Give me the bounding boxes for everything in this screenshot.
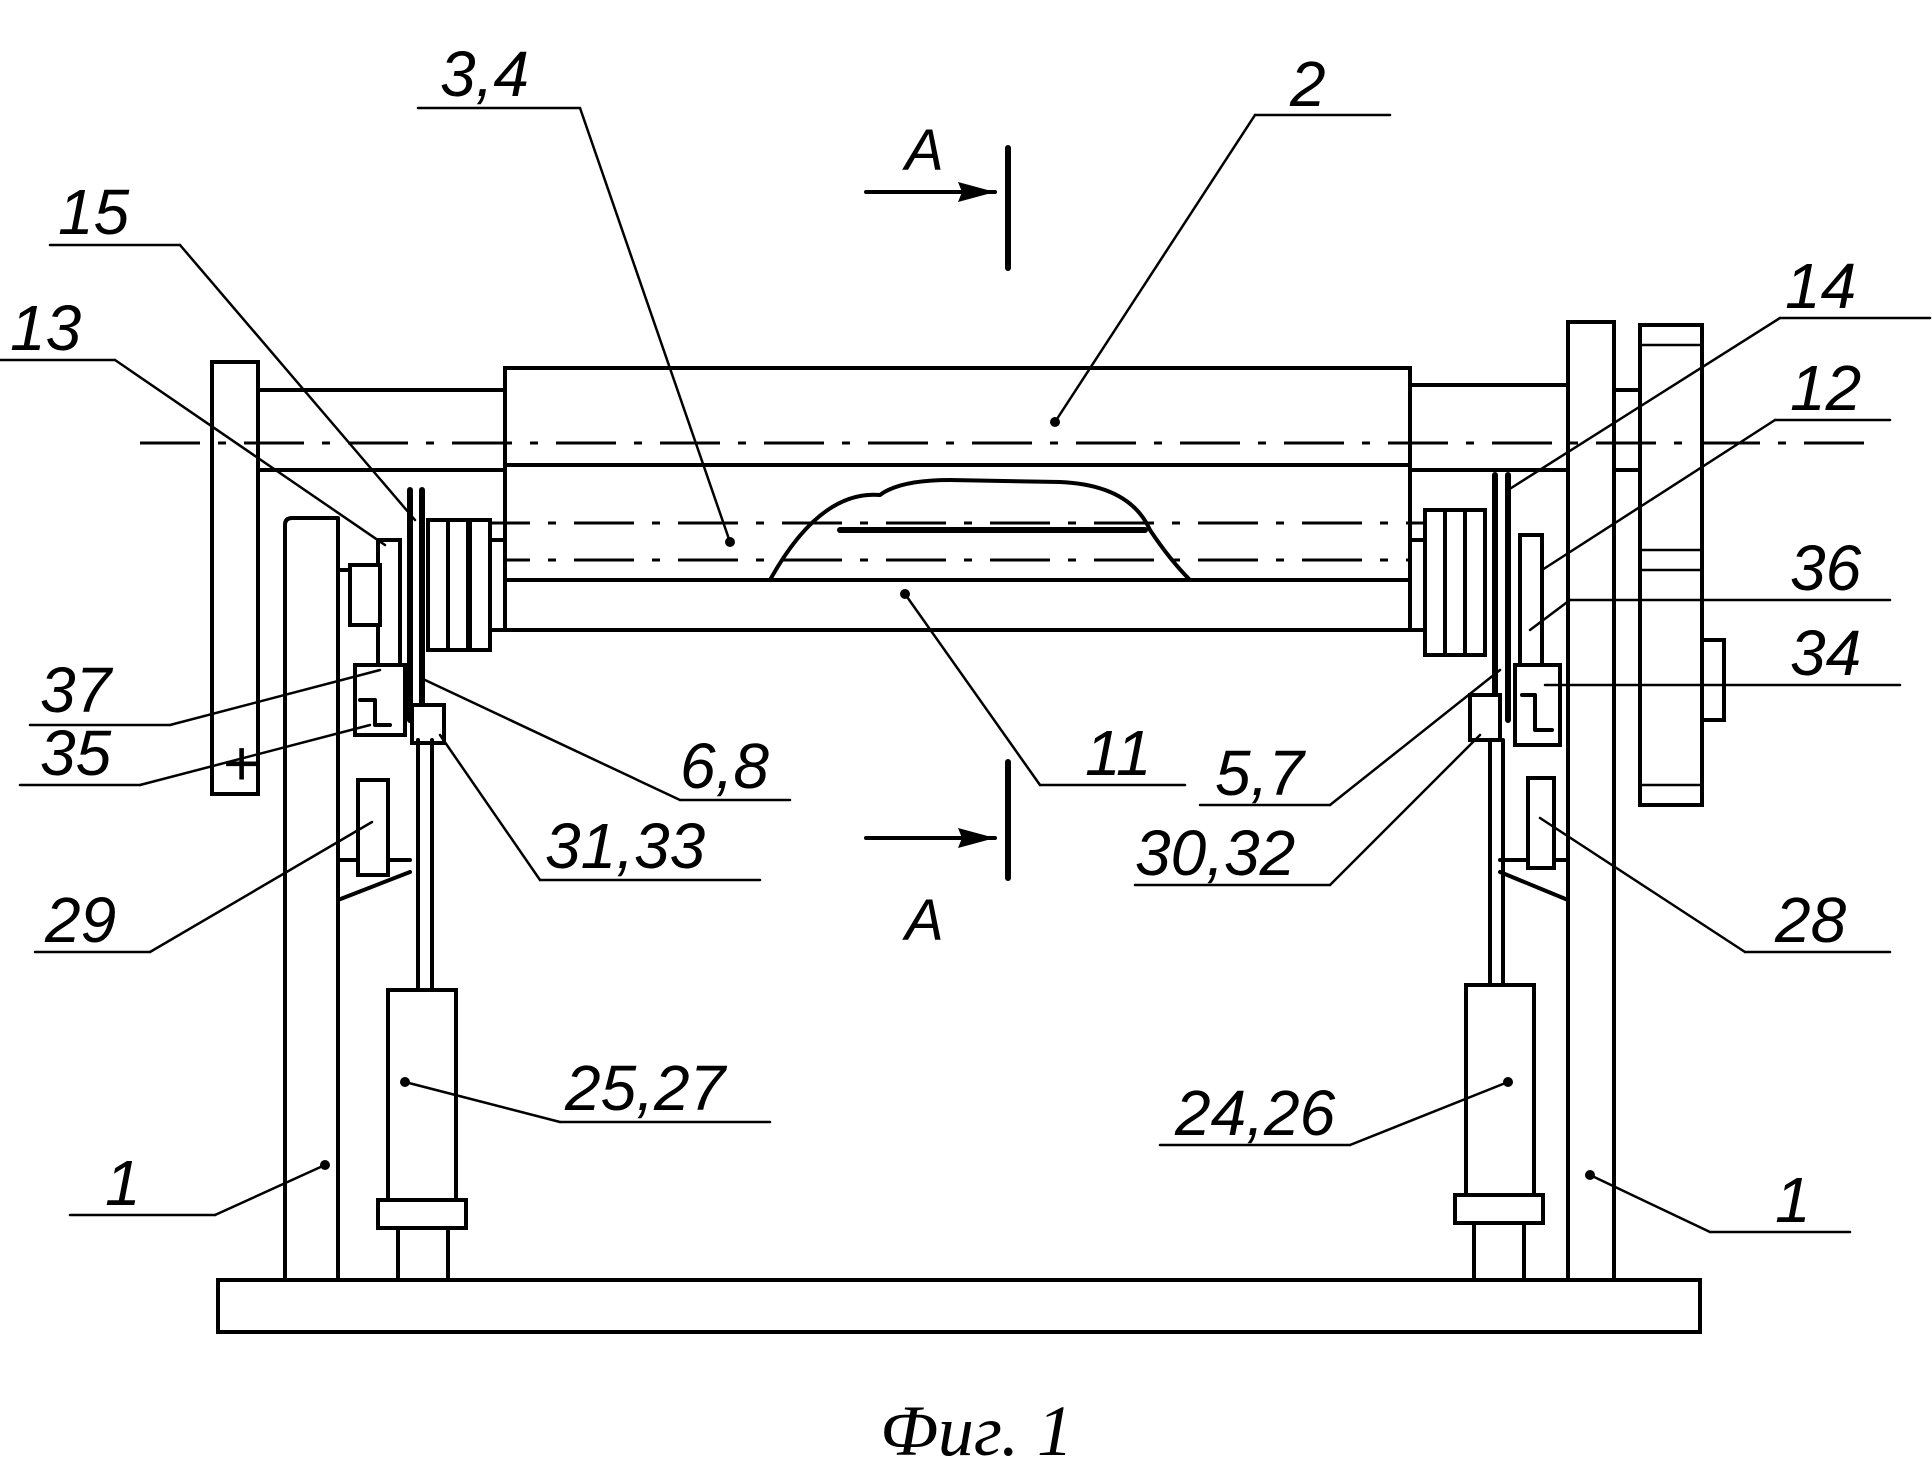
left-frame-post: + bbox=[210, 360, 507, 1282]
drum-2 bbox=[140, 366, 1880, 632]
section-label-bottom: A bbox=[902, 888, 944, 953]
label-30-32: 30,32 bbox=[1135, 817, 1295, 889]
left-mechanism bbox=[348, 487, 507, 1282]
label-25-27: 25,27 bbox=[564, 1052, 728, 1124]
right-mechanism bbox=[1408, 472, 1562, 1282]
label-31-33: 31,33 bbox=[545, 810, 706, 882]
section-label-top: A bbox=[902, 118, 944, 183]
label-12: 12 bbox=[1790, 352, 1861, 424]
leader-lines bbox=[0, 106, 1932, 1234]
right-frame-post bbox=[1408, 320, 1726, 1282]
label-14: 14 bbox=[1785, 250, 1856, 322]
label-34: 34 bbox=[1790, 617, 1861, 689]
base-plate bbox=[216, 1278, 1702, 1334]
label-15: 15 bbox=[58, 176, 130, 248]
label-1-right: 1 bbox=[1775, 1164, 1811, 1236]
label-3-4: 3,4 bbox=[440, 38, 529, 110]
label-35: 35 bbox=[40, 717, 112, 789]
label-5-7: 5,7 bbox=[1215, 737, 1306, 809]
label-11: 11 bbox=[1085, 717, 1151, 789]
label-13: 13 bbox=[10, 292, 82, 364]
label-37: 37 bbox=[40, 654, 114, 726]
label-1-left: 1 bbox=[105, 1147, 141, 1219]
label-2: 2 bbox=[1289, 48, 1326, 120]
section-marker-bottom: A bbox=[864, 759, 1011, 953]
callout-labels: 3,4 2 15 13 14 12 36 37 34 35 6,8 11 5,7… bbox=[10, 38, 1862, 1236]
label-6-8: 6,8 bbox=[680, 730, 769, 802]
figure-caption: Фиг. 1 bbox=[880, 1391, 1073, 1471]
section-marker-top: A bbox=[864, 118, 1011, 271]
label-28: 28 bbox=[1774, 884, 1847, 956]
label-29: 29 bbox=[44, 884, 116, 956]
label-24-26: 24,26 bbox=[1174, 1077, 1336, 1149]
label-36: 36 bbox=[1790, 532, 1862, 604]
